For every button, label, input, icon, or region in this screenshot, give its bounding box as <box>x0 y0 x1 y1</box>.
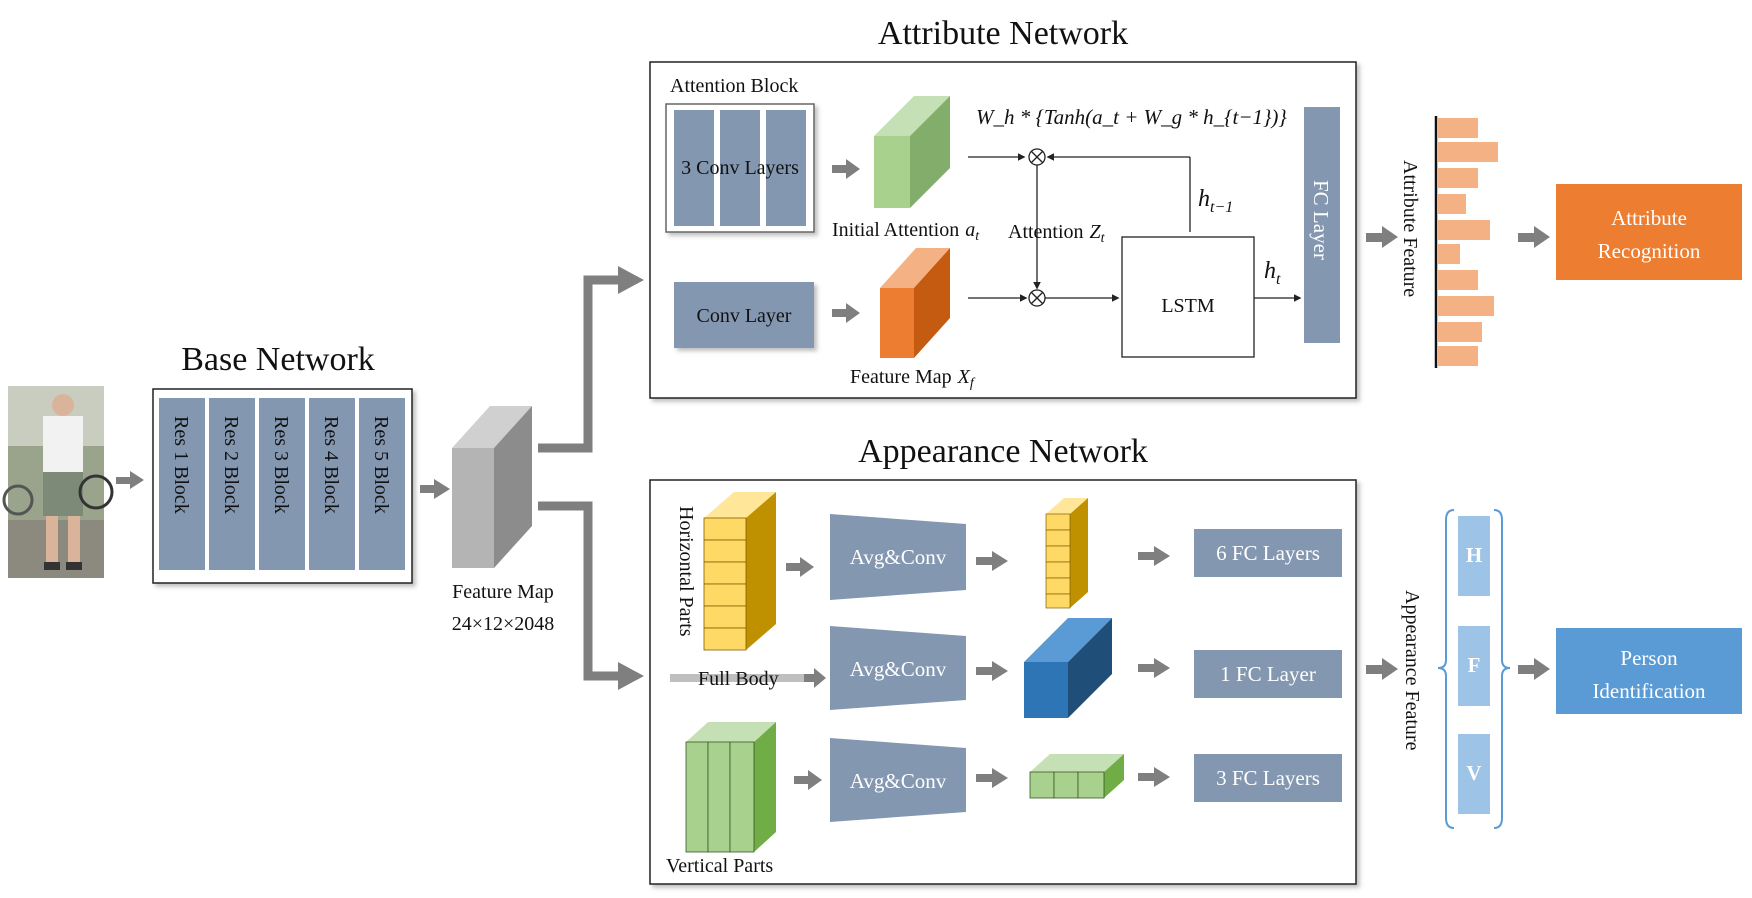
arrow-input-to-base <box>116 471 144 489</box>
feature-v-bar <box>1458 734 1490 814</box>
conv-bar-3 <box>766 110 806 226</box>
input-person-image <box>2 386 114 578</box>
left-brace <box>1437 509 1455 829</box>
res-block-1-label: Res 1 Block <box>170 416 192 514</box>
arrow-conv-to-featuremap <box>832 303 860 323</box>
arrow-appearance-to-feature <box>1366 658 1398 680</box>
fc3-label: 3 FC Layers <box>1216 766 1320 790</box>
attention-block-label: Attention Block <box>670 75 798 97</box>
conv-layer-label: Conv Layer <box>697 305 792 327</box>
arrow-cube-to-fc1 <box>1138 658 1170 678</box>
attribute-network-title: Attribute Network <box>878 15 1128 52</box>
attribute-recognition-line1: Attribute <box>1611 206 1687 230</box>
h-t-label: ht <box>1264 258 1281 288</box>
arrow-fullbody-to-avgconv <box>804 668 826 688</box>
feature-h-bar <box>1458 516 1490 596</box>
full-body-bar <box>670 674 810 682</box>
res-block-5-label: Res 5 Block <box>370 416 392 514</box>
base-network-title: Base Network <box>181 341 375 378</box>
arrow-feature-to-identification <box>1518 658 1550 680</box>
res-block-1: Res 1 Block <box>159 398 205 570</box>
attention-formula: W_h * {Tanh(a_t + W_g * h_{t−1})} <box>976 105 1287 129</box>
h-prev-label: ht−1 <box>1198 186 1233 216</box>
vertical-parts-stack <box>685 722 776 853</box>
feature-map-cube <box>452 406 532 568</box>
feature-f-bar <box>1458 626 1490 706</box>
avgconv-1-label: Avg&Conv <box>850 545 947 569</box>
avgconv-2-label: Avg&Conv <box>850 657 947 681</box>
arrow-vstack-to-fc3 <box>1138 767 1170 787</box>
fc3-box <box>1194 754 1342 802</box>
multiply-node-1 <box>1028 148 1046 166</box>
avgconv-2 <box>830 626 966 710</box>
attribute-recognition-box <box>1556 184 1742 280</box>
arrow-vparts-to-avgconv <box>794 770 822 790</box>
right-brace <box>1493 509 1511 829</box>
res-block-2-label: Res 2 Block <box>220 416 242 514</box>
attribute-feature-label: Attribute Feature <box>1399 160 1421 297</box>
fc6-label: 6 FC Layers <box>1216 541 1320 565</box>
attribute-recognition-line2: Recognition <box>1598 239 1701 263</box>
person-identification-line2: Identification <box>1592 679 1706 703</box>
arrow-avgconv1-to-hstack <box>976 551 1008 571</box>
arrow-conv3-to-attention <box>832 159 860 179</box>
feature-map-label: Feature Map <box>452 581 554 603</box>
avgconv-3-label: Avg&Conv <box>850 769 947 793</box>
appearance-feature-label: Appearance Feature <box>1401 590 1423 751</box>
avgconv-1 <box>830 514 966 600</box>
attribute-feature-bars <box>1438 118 1498 366</box>
res-block-2: Res 2 Block <box>209 398 255 570</box>
conv3-label: 3 Conv Layers <box>681 157 799 179</box>
appearance-network-title: Appearance Network <box>858 433 1148 470</box>
arrow-base-to-feature <box>420 479 450 499</box>
feature-map-dims: 24×12×2048 <box>452 613 555 635</box>
small-horizontal-stack <box>1045 498 1088 609</box>
multiply-node-2 <box>1028 289 1046 307</box>
feature-v-label: V <box>1466 761 1481 785</box>
arrow-fc-to-attrfeature <box>1366 226 1398 248</box>
lstm-box <box>1121 236 1255 358</box>
vertical-parts-label: Vertical Parts <box>666 855 773 877</box>
fc-layer-label: FC Layer <box>1309 180 1333 260</box>
initial-attention-cube <box>874 96 950 208</box>
conv-bar-1 <box>674 110 714 226</box>
lstm-label: LSTM <box>1161 295 1215 317</box>
person-identification-line1: Person <box>1620 646 1678 670</box>
fc1-box <box>1194 650 1342 698</box>
conv-bar-2 <box>720 110 760 226</box>
res-block-5: Res 5 Block <box>359 398 405 570</box>
res-block-3-label: Res 3 Block <box>270 416 292 514</box>
res-blocks: Res 1 Block Res 2 Block Res 3 Block Res … <box>159 398 405 570</box>
horizontal-parts-label: Horizontal Parts <box>675 506 697 637</box>
small-vertical-stack <box>1029 754 1124 799</box>
res-block-4-label: Res 4 Block <box>320 416 342 514</box>
arrow-hparts-to-avgconv <box>786 557 814 577</box>
fc-layer-bar <box>1304 107 1340 343</box>
res-block-4: Res 4 Block <box>309 398 355 570</box>
avgconv-3 <box>830 738 966 822</box>
res-block-3: Res 3 Block <box>259 398 305 570</box>
feature-f-label: F <box>1468 653 1481 677</box>
full-body-label: Full Body <box>698 668 779 690</box>
arrow-avgconv2-to-cube <box>976 661 1008 681</box>
arrow-to-appearance-network <box>538 501 644 690</box>
arrow-hstack-to-fc6 <box>1138 546 1170 566</box>
conv-layer-box <box>674 282 814 348</box>
horizontal-parts-stack <box>703 492 776 651</box>
arrow-to-attribute-network <box>538 266 644 453</box>
fc6-box <box>1194 529 1342 577</box>
feature-map-xf-cube <box>880 248 950 358</box>
full-body-cube <box>1024 618 1112 718</box>
feature-h-label: H <box>1466 543 1482 567</box>
arrow-avgconv3-to-vstack <box>976 768 1008 788</box>
fc1-label: 1 FC Layer <box>1220 662 1316 686</box>
arrow-attrfeature-to-recognition <box>1518 226 1550 248</box>
person-identification-box <box>1556 628 1742 714</box>
